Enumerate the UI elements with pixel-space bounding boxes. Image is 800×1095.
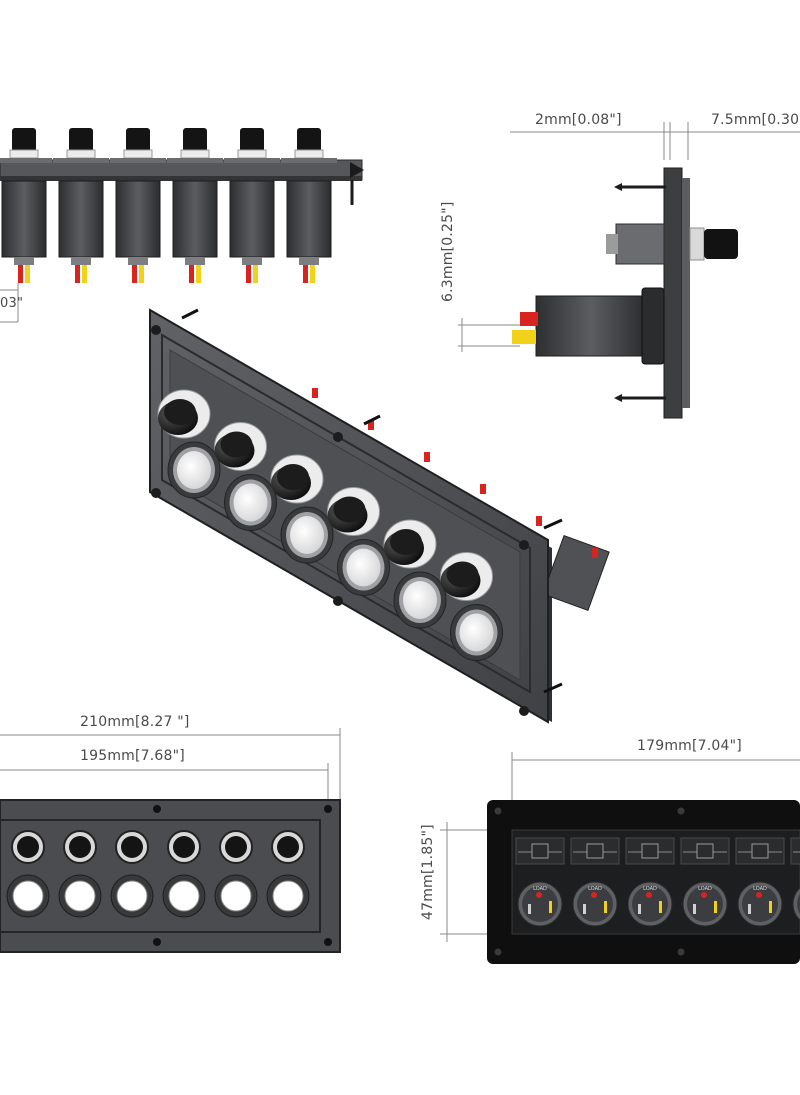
front-view-switches bbox=[6, 830, 310, 918]
dimension-thickness: 2mm[0.08"] bbox=[535, 112, 622, 128]
isometric-switch bbox=[440, 552, 503, 661]
rear-module: LOAD bbox=[735, 837, 785, 927]
side-switch bbox=[281, 128, 337, 283]
rear-load-label: LOAD bbox=[698, 886, 712, 892]
dimension-offset: 6.3mm[0.25"] bbox=[440, 201, 456, 302]
front-switch bbox=[214, 830, 258, 918]
side-switch bbox=[110, 128, 166, 283]
side-switch bbox=[0, 128, 52, 283]
rear-module: LOAD bbox=[515, 837, 565, 927]
dimension-cropped-left: 03" bbox=[0, 296, 24, 311]
rear-load-label: LOAD bbox=[753, 886, 767, 892]
isometric-switch bbox=[327, 487, 390, 596]
front-switch bbox=[6, 830, 50, 918]
side-view-left-dimension bbox=[0, 283, 19, 323]
rear-module: LOAD bbox=[570, 837, 620, 927]
side-view-strip bbox=[0, 128, 364, 283]
rear-load-label: LOAD bbox=[643, 886, 657, 892]
front-view bbox=[0, 728, 341, 953]
profile-view bbox=[458, 122, 800, 419]
rear-module: LOAD bbox=[680, 837, 730, 927]
dimension-button-depth: 7.5mm[0.30 bbox=[711, 112, 800, 128]
side-switch bbox=[167, 128, 223, 283]
dimension-inner-width: 195mm[7.68"] bbox=[80, 748, 185, 764]
rear-load-label: LOAD bbox=[588, 886, 602, 892]
dimension-rear-height: 47mm[1.85"] bbox=[420, 824, 436, 920]
isometric-switches bbox=[157, 389, 503, 661]
front-switch bbox=[162, 830, 206, 918]
rear-module: LOAD bbox=[790, 837, 800, 921]
isometric-switch bbox=[270, 454, 334, 564]
rear-load-label: LOAD bbox=[533, 886, 547, 892]
isometric-view bbox=[149, 308, 610, 724]
rear-view: LOAD LOAD LOAD LOAD LOAD LOAD bbox=[440, 752, 800, 964]
isometric-switch bbox=[157, 389, 221, 499]
front-switch bbox=[266, 830, 310, 918]
side-switch bbox=[224, 128, 280, 283]
isometric-wires bbox=[312, 388, 598, 558]
front-switch bbox=[110, 830, 154, 918]
side-switch bbox=[53, 128, 109, 283]
isometric-switch bbox=[214, 422, 277, 531]
rear-view-modules: LOAD LOAD LOAD LOAD LOAD LOAD bbox=[515, 837, 800, 927]
front-switch bbox=[58, 830, 102, 918]
side-view-switches bbox=[0, 128, 337, 283]
rear-module: LOAD bbox=[625, 837, 675, 927]
isometric-switch bbox=[383, 519, 447, 629]
dimension-rear-width: 179mm[7.04"] bbox=[637, 738, 742, 754]
dimension-overall-width: 210mm[8.27 "] bbox=[80, 714, 190, 730]
